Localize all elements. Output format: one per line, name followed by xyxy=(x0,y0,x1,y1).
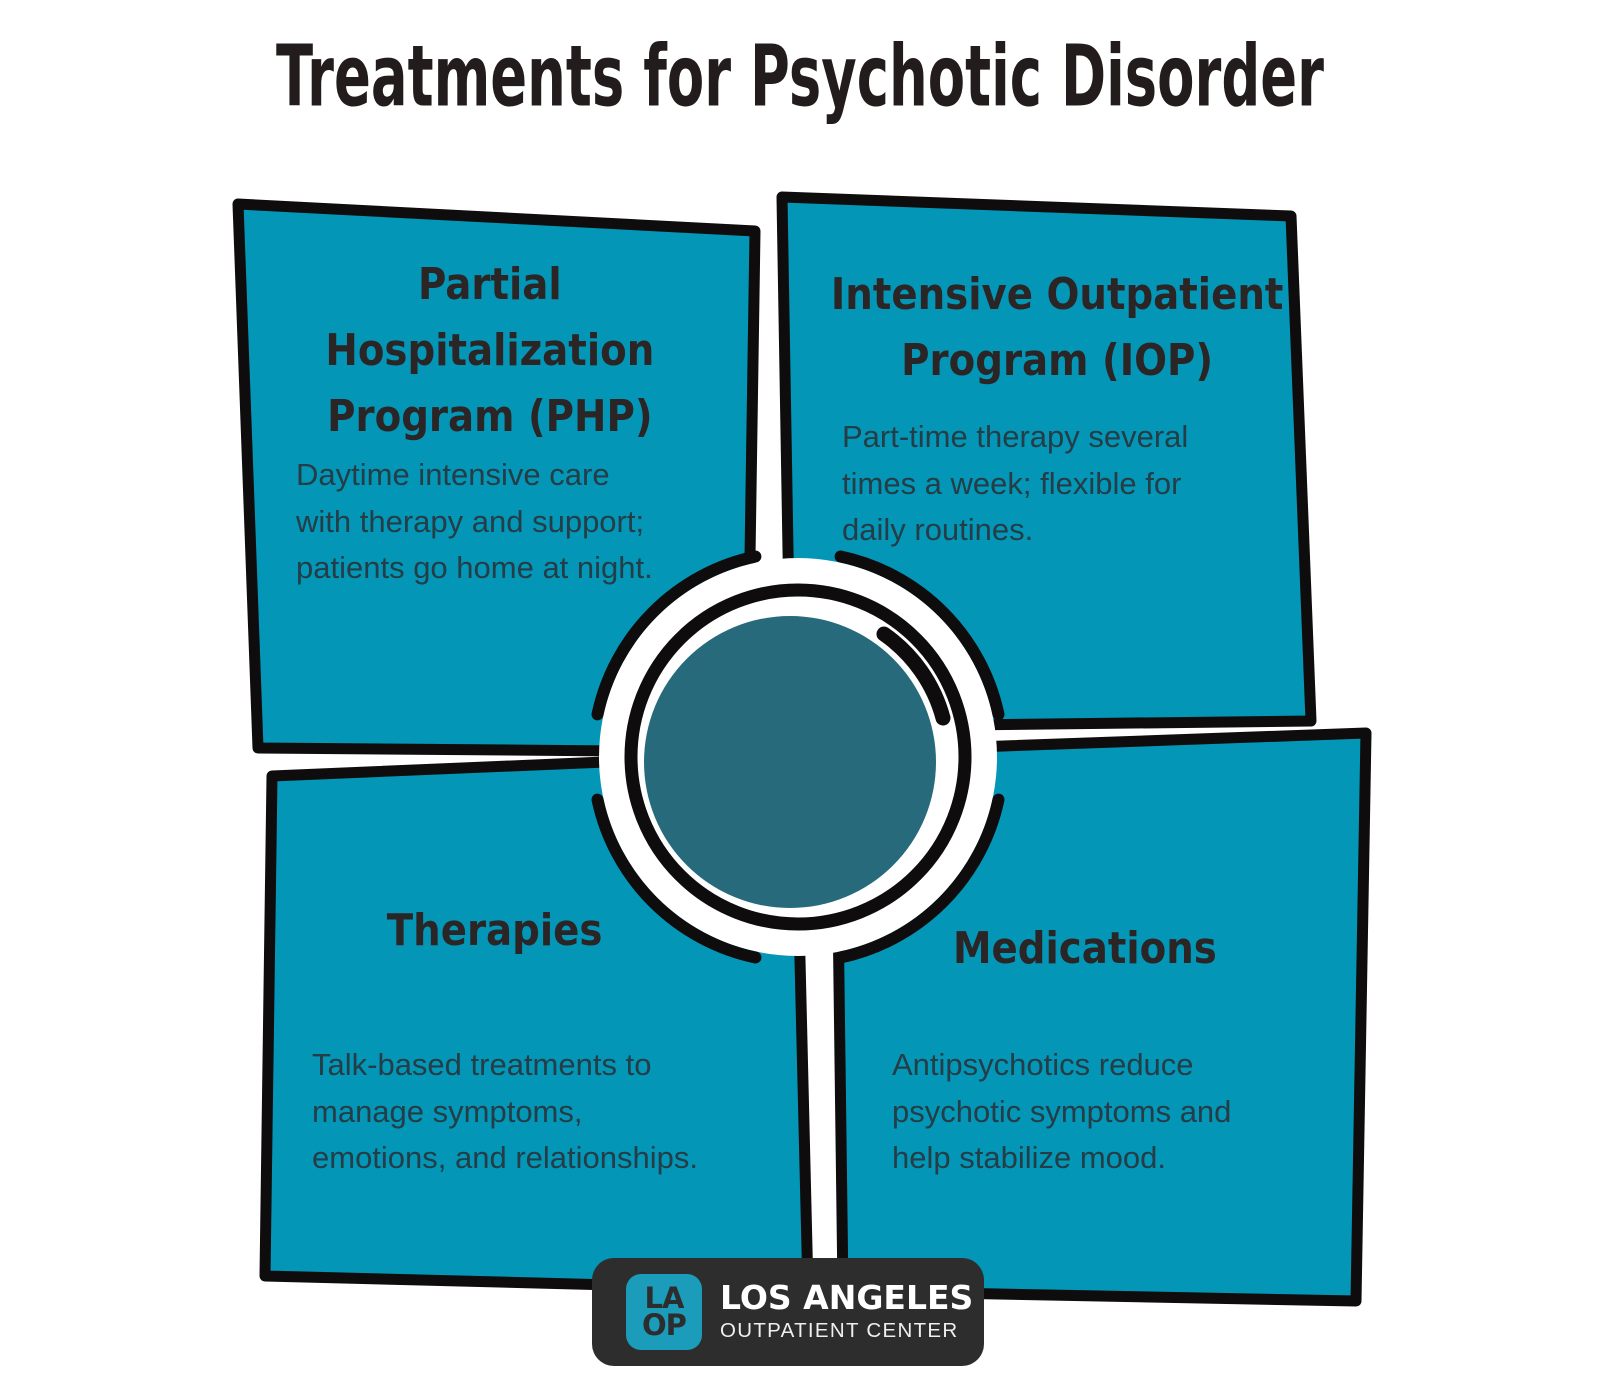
center-circle-stroke-accent xyxy=(876,626,951,726)
quadrant-iop-body: Part-time therapy several times a week; … xyxy=(842,419,1189,547)
logo-subtitle: OUTPATIENT CENTER xyxy=(720,1318,959,1342)
quadrant-php-body: Daytime intensive care with therapy and … xyxy=(296,457,653,585)
logo-text: LOS ANGELES OUTPATIENT CENTER xyxy=(720,1281,973,1343)
center-circle-outline xyxy=(624,583,972,931)
logo-los-angeles-outpatient: LA OP LOS ANGELES OUTPATIENT CENTER xyxy=(592,1258,984,1366)
center-circle-stroke-accent-2 xyxy=(635,810,732,914)
laop-monogram-icon: LA OP xyxy=(626,1274,702,1350)
center-circle xyxy=(644,616,936,908)
quadrant-medications-title: Medications xyxy=(952,923,1217,974)
circle-corner-arcs xyxy=(591,550,1005,964)
quadrant-therapies-title: Therapies xyxy=(387,905,603,956)
logo-name: LOS ANGELES xyxy=(720,1278,974,1318)
quadrant-iop-title: Intensive Outpatient Program (IOP) xyxy=(830,269,1284,386)
quadrant-php-title: Partial Hospitalization Program (PHP) xyxy=(325,259,655,442)
quadrant-therapies-body: Talk-based treatments to manage symptoms… xyxy=(312,1047,699,1175)
quadrant-medications-body: Antipsychotics reduce psychotic symptoms… xyxy=(892,1047,1232,1175)
page-title: Treatments for Psychotic Disorder xyxy=(276,28,1324,127)
